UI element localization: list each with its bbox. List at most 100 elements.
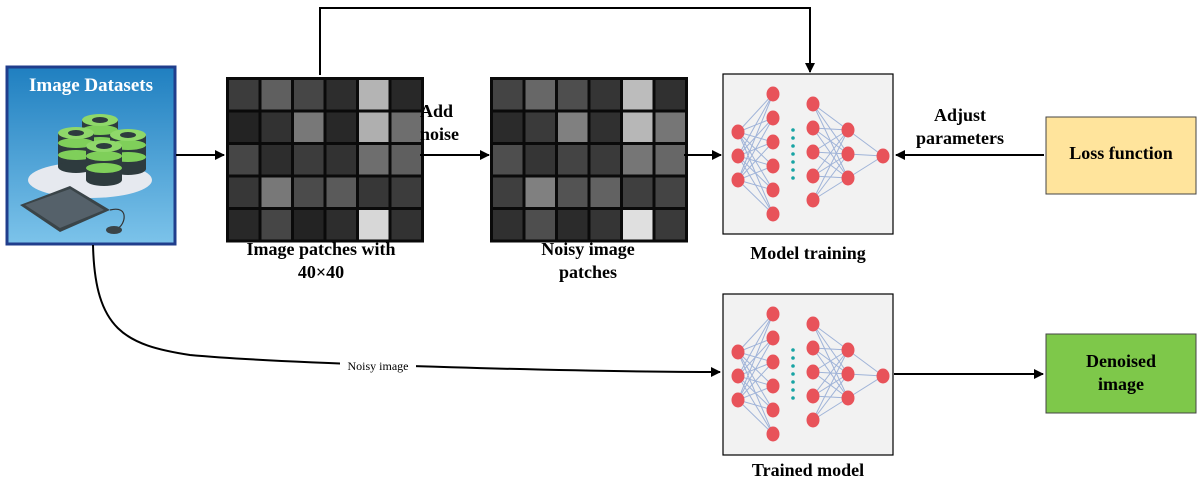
network-connection (737, 313, 774, 353)
ellipsis-dot (791, 396, 795, 400)
ellipsis-dot (791, 136, 795, 140)
arrow-dataset-to-trained (92, 244, 721, 377)
add-noise-label: Add noise (420, 100, 486, 145)
network-connection (737, 399, 774, 435)
neuron (731, 344, 745, 360)
image-patch (261, 177, 291, 207)
network-connection (812, 129, 849, 153)
image-patch (326, 80, 356, 110)
image-patch (558, 210, 588, 240)
image-patch (229, 80, 259, 110)
neuron (766, 134, 780, 150)
network-connection (812, 177, 849, 201)
image-patch (261, 145, 291, 175)
denoised-image-box (1045, 333, 1197, 414)
image-patch (391, 112, 421, 142)
network-connection (737, 93, 774, 157)
image-patch (525, 210, 555, 240)
loss-function-label: Loss function (1069, 143, 1173, 163)
noisy-image-label-bg (340, 358, 416, 376)
neuron (841, 170, 855, 186)
image-patch (493, 80, 523, 110)
network-connection (737, 313, 774, 377)
image-patch (655, 112, 685, 142)
image-patch (326, 112, 356, 142)
neuron (806, 192, 820, 208)
image-patch (623, 80, 653, 110)
network-connection (847, 155, 884, 179)
ellipsis-dot (791, 356, 795, 360)
neuron (766, 158, 780, 174)
image-patch (525, 177, 555, 207)
adjust-parameters-label: Adjust parameters (900, 104, 1020, 149)
neuron (766, 378, 780, 394)
image-patch (359, 145, 389, 175)
image-patch (359, 210, 389, 240)
mouse-icon (106, 226, 122, 234)
neuron (731, 124, 745, 140)
loss-function-box (1045, 116, 1197, 195)
neuron (731, 148, 745, 164)
image-patch (326, 210, 356, 240)
noisy-image-edge-label: Noisy image (347, 359, 409, 373)
image-patch (493, 210, 523, 240)
add-noise-label-line2: noise (420, 123, 460, 144)
image-patch (261, 112, 291, 142)
image-patch (294, 145, 324, 175)
grid-background (490, 77, 688, 243)
keyboard-icon (20, 186, 110, 232)
noisy-patches-grid (490, 77, 688, 243)
image-patch (326, 145, 356, 175)
image-patch (623, 177, 653, 207)
image-patch (655, 177, 685, 207)
image-datasets-node (5, 65, 177, 246)
image-patch (294, 177, 324, 207)
image-patch (525, 80, 555, 110)
image-patches-label: Image patches with 40×40 (218, 238, 424, 283)
image-patch (558, 80, 588, 110)
network-connection (812, 349, 849, 421)
neuron (876, 368, 890, 384)
image-patch (525, 145, 555, 175)
network-connection (737, 93, 774, 133)
image-patch (229, 145, 259, 175)
image-patch (229, 210, 259, 240)
image-patch (493, 177, 523, 207)
neuron (766, 206, 780, 222)
denoised-image-label-line2: image (1098, 374, 1144, 395)
image-patches-grid (226, 77, 424, 243)
neuron (841, 122, 855, 138)
ellipsis-dot (791, 348, 795, 352)
noisy-patches-label: Noisy image patches (490, 238, 686, 283)
neuron (876, 148, 890, 164)
image-patch (590, 177, 620, 207)
image-patch (558, 112, 588, 142)
network-connection (737, 141, 774, 181)
image-patch (493, 145, 523, 175)
network-connection (847, 375, 884, 399)
noisy-patches-label-line2: patches (559, 261, 617, 282)
network-connection (812, 103, 849, 131)
image-patch (655, 210, 685, 240)
image-patch (229, 112, 259, 142)
neuron (841, 390, 855, 406)
image-patch (359, 80, 389, 110)
image-patch (326, 177, 356, 207)
neuron (806, 96, 820, 112)
network-connection (737, 337, 774, 401)
neuron (766, 306, 780, 322)
ellipsis-dot (791, 388, 795, 392)
neuron (841, 342, 855, 358)
image-patch (590, 112, 620, 142)
network-connection (737, 313, 774, 401)
ellipsis-dot (791, 160, 795, 164)
image-patch (558, 177, 588, 207)
network-connection (812, 153, 849, 201)
database-icon (58, 114, 146, 186)
image-patch (590, 210, 620, 240)
network-connection (812, 373, 849, 421)
image-patch (294, 210, 324, 240)
network-connection (737, 93, 774, 181)
neuron (766, 330, 780, 346)
neuron (766, 426, 780, 442)
